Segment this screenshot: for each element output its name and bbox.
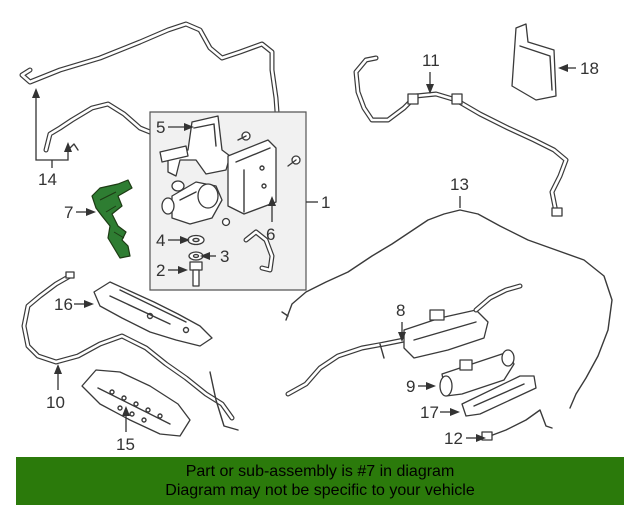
info-banner: Part or sub-assembly is #7 in diagram Di… [16,457,624,505]
callout-label-18: 18 [580,59,599,78]
part-5-bracket [159,115,231,177]
callout-5: 5 [156,118,194,137]
callout-15: 15 [116,406,135,454]
callout-label-12: 12 [444,429,463,448]
callout-label-11: 11 [422,51,440,70]
callout-13: 13 [450,175,469,208]
part-17-bracket [461,375,537,417]
callout-11: 11 [422,51,440,94]
callout-label-4: 4 [156,231,165,250]
callout-label-14: 14 [38,170,57,189]
callout-label-5: 5 [156,118,165,137]
part-10-tube [21,271,239,431]
callout-label-3: 3 [220,247,229,266]
part-12-line [481,409,553,441]
callout-3: 3 [200,247,229,266]
banner-line-2: Diagram may not be specific to your vehi… [165,482,475,499]
callout-label-2: 2 [156,261,165,280]
part-15-shield [81,369,191,437]
part-7-highlighted-bracket [91,179,133,259]
callout-label-9: 9 [406,377,415,396]
callout-7: 7 [64,203,96,222]
part-13-line [281,209,613,409]
part-4-washer [187,234,205,246]
callout-10: 10 [46,364,65,412]
callout-9: 9 [406,377,436,396]
callout-label-10: 10 [46,393,65,412]
part-18-module [511,23,557,101]
hose-loop [243,229,275,273]
callout-label-17: 17 [420,403,439,422]
part-8-canister [285,283,523,397]
part-9-pump [439,349,515,397]
callout-label-1: 1 [321,193,330,212]
callout-1: 1 [306,193,330,212]
parts-diagram: 14 1 5 6 [19,21,613,454]
callout-16: 16 [54,295,94,314]
callout-18: 18 [558,59,599,78]
callout-2: 2 [156,261,188,280]
bolt-top [221,131,301,227]
callout-14: 14 [32,88,72,189]
part-6-mount-bracket [227,139,277,215]
callout-17: 17 [420,403,460,422]
part-2-bolt [189,261,203,287]
banner-line-1: Part or sub-assembly is #7 in diagram [185,463,455,480]
callout-12: 12 [444,429,486,448]
callout-label-15: 15 [116,435,135,454]
callout-8: 8 [396,301,406,342]
callout-label-16: 16 [54,295,73,314]
callout-label-13: 13 [450,175,469,194]
part-11-tube [353,55,569,217]
pump-valve-body [161,180,223,225]
callout-label-8: 8 [396,301,405,320]
callout-label-7: 7 [64,203,73,222]
callout-4: 4 [156,231,190,250]
callout-label-6: 6 [266,225,275,244]
part-16-bracket [93,281,213,347]
callout-6: 6 [266,196,276,244]
